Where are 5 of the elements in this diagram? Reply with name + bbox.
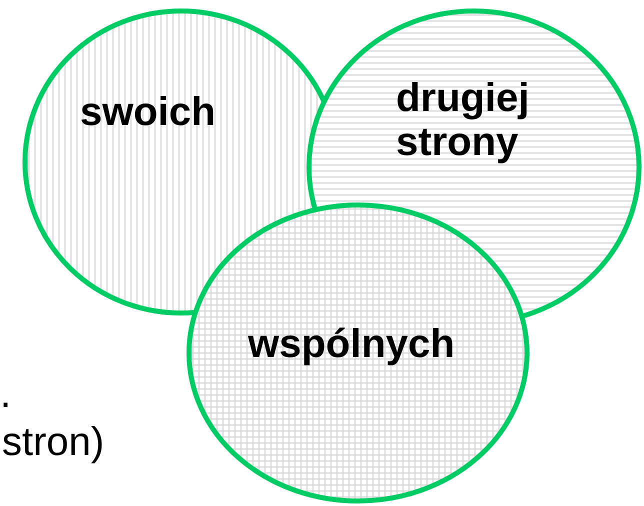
text-fragment: stron) [2, 420, 104, 464]
text-fragment: . [0, 372, 12, 416]
circle-label: swoich [80, 90, 217, 134]
circle-label: drugiej strony [396, 76, 530, 164]
circle-label: wspólnych [248, 322, 456, 366]
